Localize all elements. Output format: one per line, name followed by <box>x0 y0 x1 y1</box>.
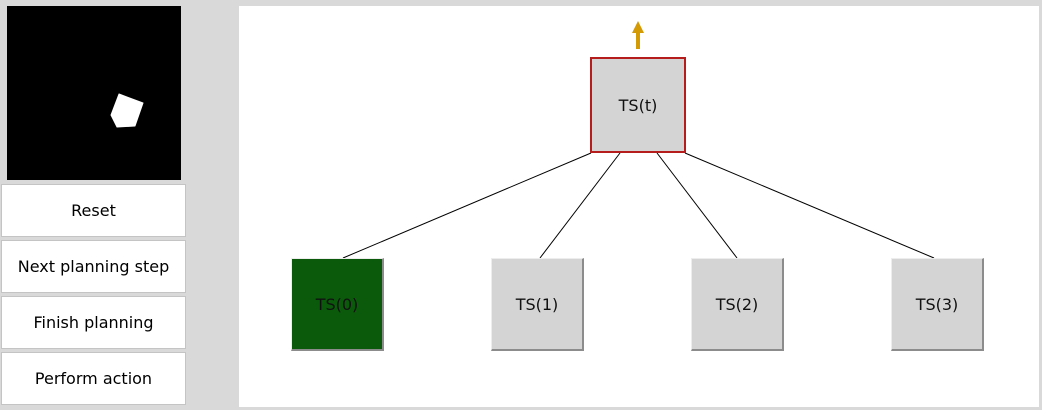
perform-action-button[interactable]: Perform action <box>1 352 186 405</box>
tree-edge-3 <box>684 152 935 259</box>
tree-edges <box>342 21 935 259</box>
agent-shape <box>110 93 144 128</box>
tree-node-child[interactable]: TS(2) <box>691 258 784 351</box>
tree-edge-1 <box>539 152 621 259</box>
tree-node-root[interactable]: TS(t) <box>590 57 686 153</box>
state-preview-image <box>110 93 144 128</box>
state-preview <box>7 6 181 180</box>
next-planning-step-button[interactable]: Next planning step <box>1 240 186 293</box>
tree-edge-2 <box>656 152 738 259</box>
search-tree-canvas: TS(t) TS(0) TS(1) TS(2) TS(3) <box>239 6 1039 407</box>
reset-button[interactable]: Reset <box>1 184 186 237</box>
up-arrow-icon <box>632 21 644 49</box>
tree-edge-0 <box>342 152 592 259</box>
tree-node-child[interactable]: TS(1) <box>491 258 584 351</box>
tree-node-child[interactable]: TS(0) <box>291 258 384 351</box>
tree-node-child[interactable]: TS(3) <box>891 258 984 351</box>
finish-planning-button[interactable]: Finish planning <box>1 296 186 349</box>
